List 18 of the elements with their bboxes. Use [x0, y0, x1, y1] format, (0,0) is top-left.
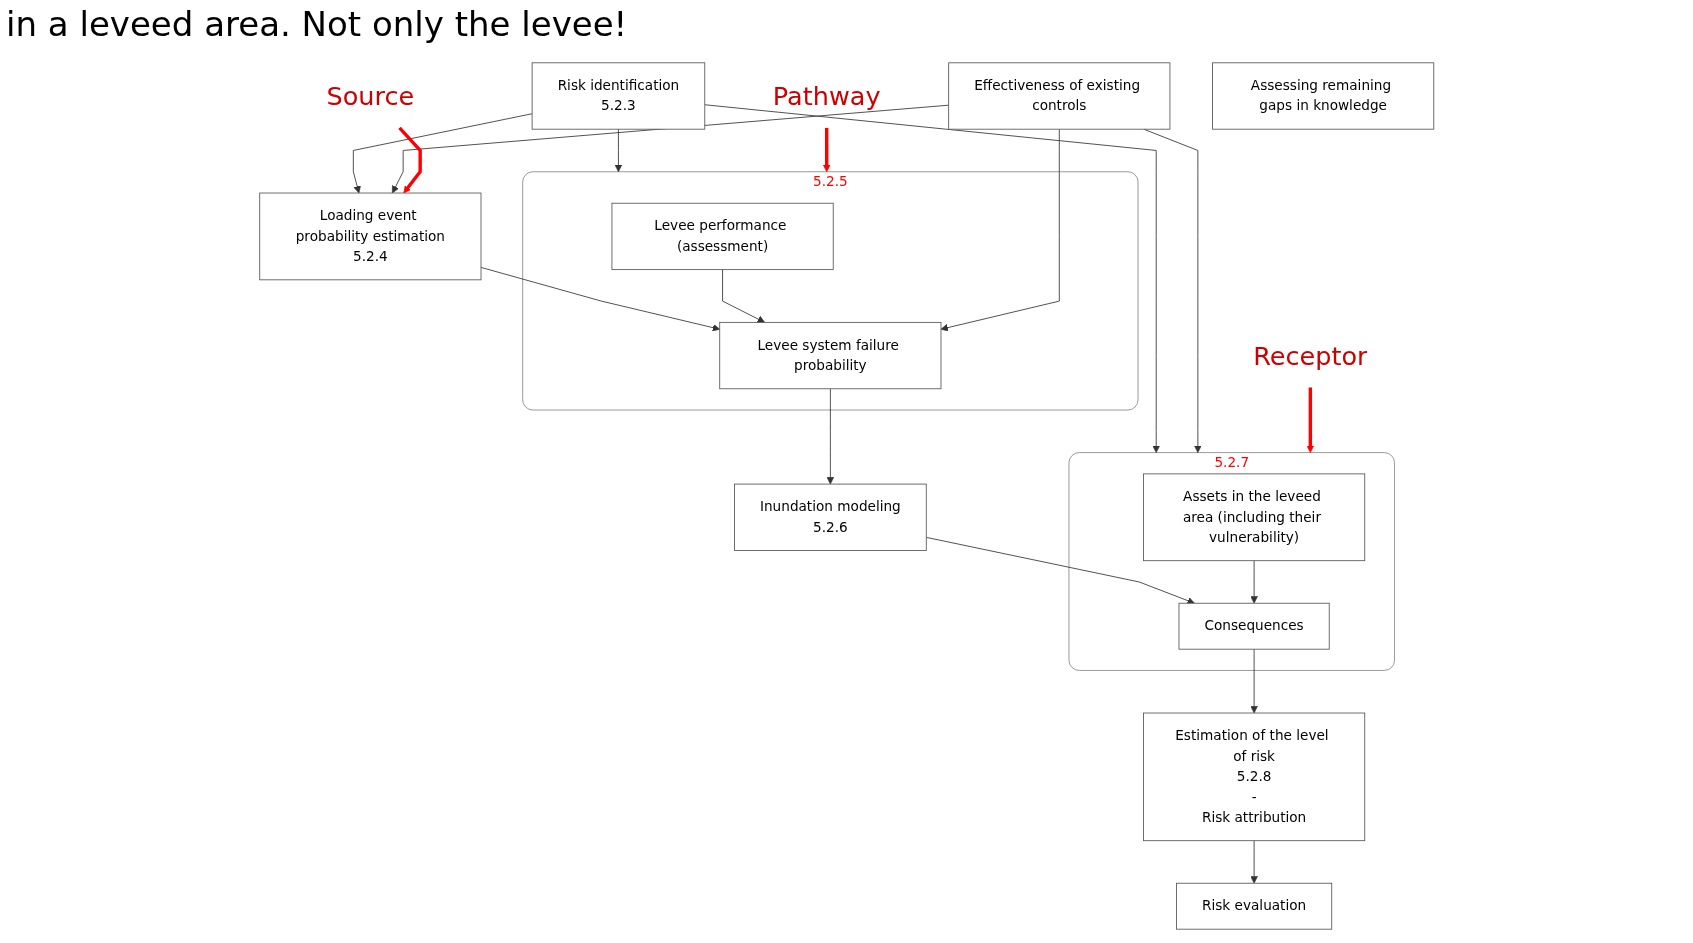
arrow	[822, 127, 831, 173]
node-box: Inundation modeling 5.2.6	[733, 483, 927, 551]
node-box: Risk evaluation	[1175, 882, 1332, 930]
node-text: Receptor	[1252, 340, 1368, 371]
node-box: Consequences	[1178, 602, 1330, 650]
node-box: Loading event probability estimation 5.2.4	[259, 192, 482, 281]
node-box: Estimation of the level of risk 5.2.8 - Risk attribution	[1142, 712, 1365, 842]
arrow	[398, 126, 422, 194]
node-text: Pathway	[772, 81, 881, 111]
node-box: Risk identification 5.2.3	[531, 62, 705, 130]
node-box: Effectiveness of existing controls	[948, 62, 1171, 130]
node-box: Assets in the leveed area (including their vulnerability)	[1142, 473, 1365, 562]
node-text: Source	[326, 81, 414, 111]
arrow	[1306, 387, 1314, 453]
node-box: Levee system failure probability	[719, 321, 942, 390]
node-box: Assessing remaining gaps in knowledge	[1211, 62, 1434, 130]
title: in a leveed area. Not only the levee!	[6, 4, 628, 44]
node-box: Levee performance (assessment)	[611, 202, 834, 271]
